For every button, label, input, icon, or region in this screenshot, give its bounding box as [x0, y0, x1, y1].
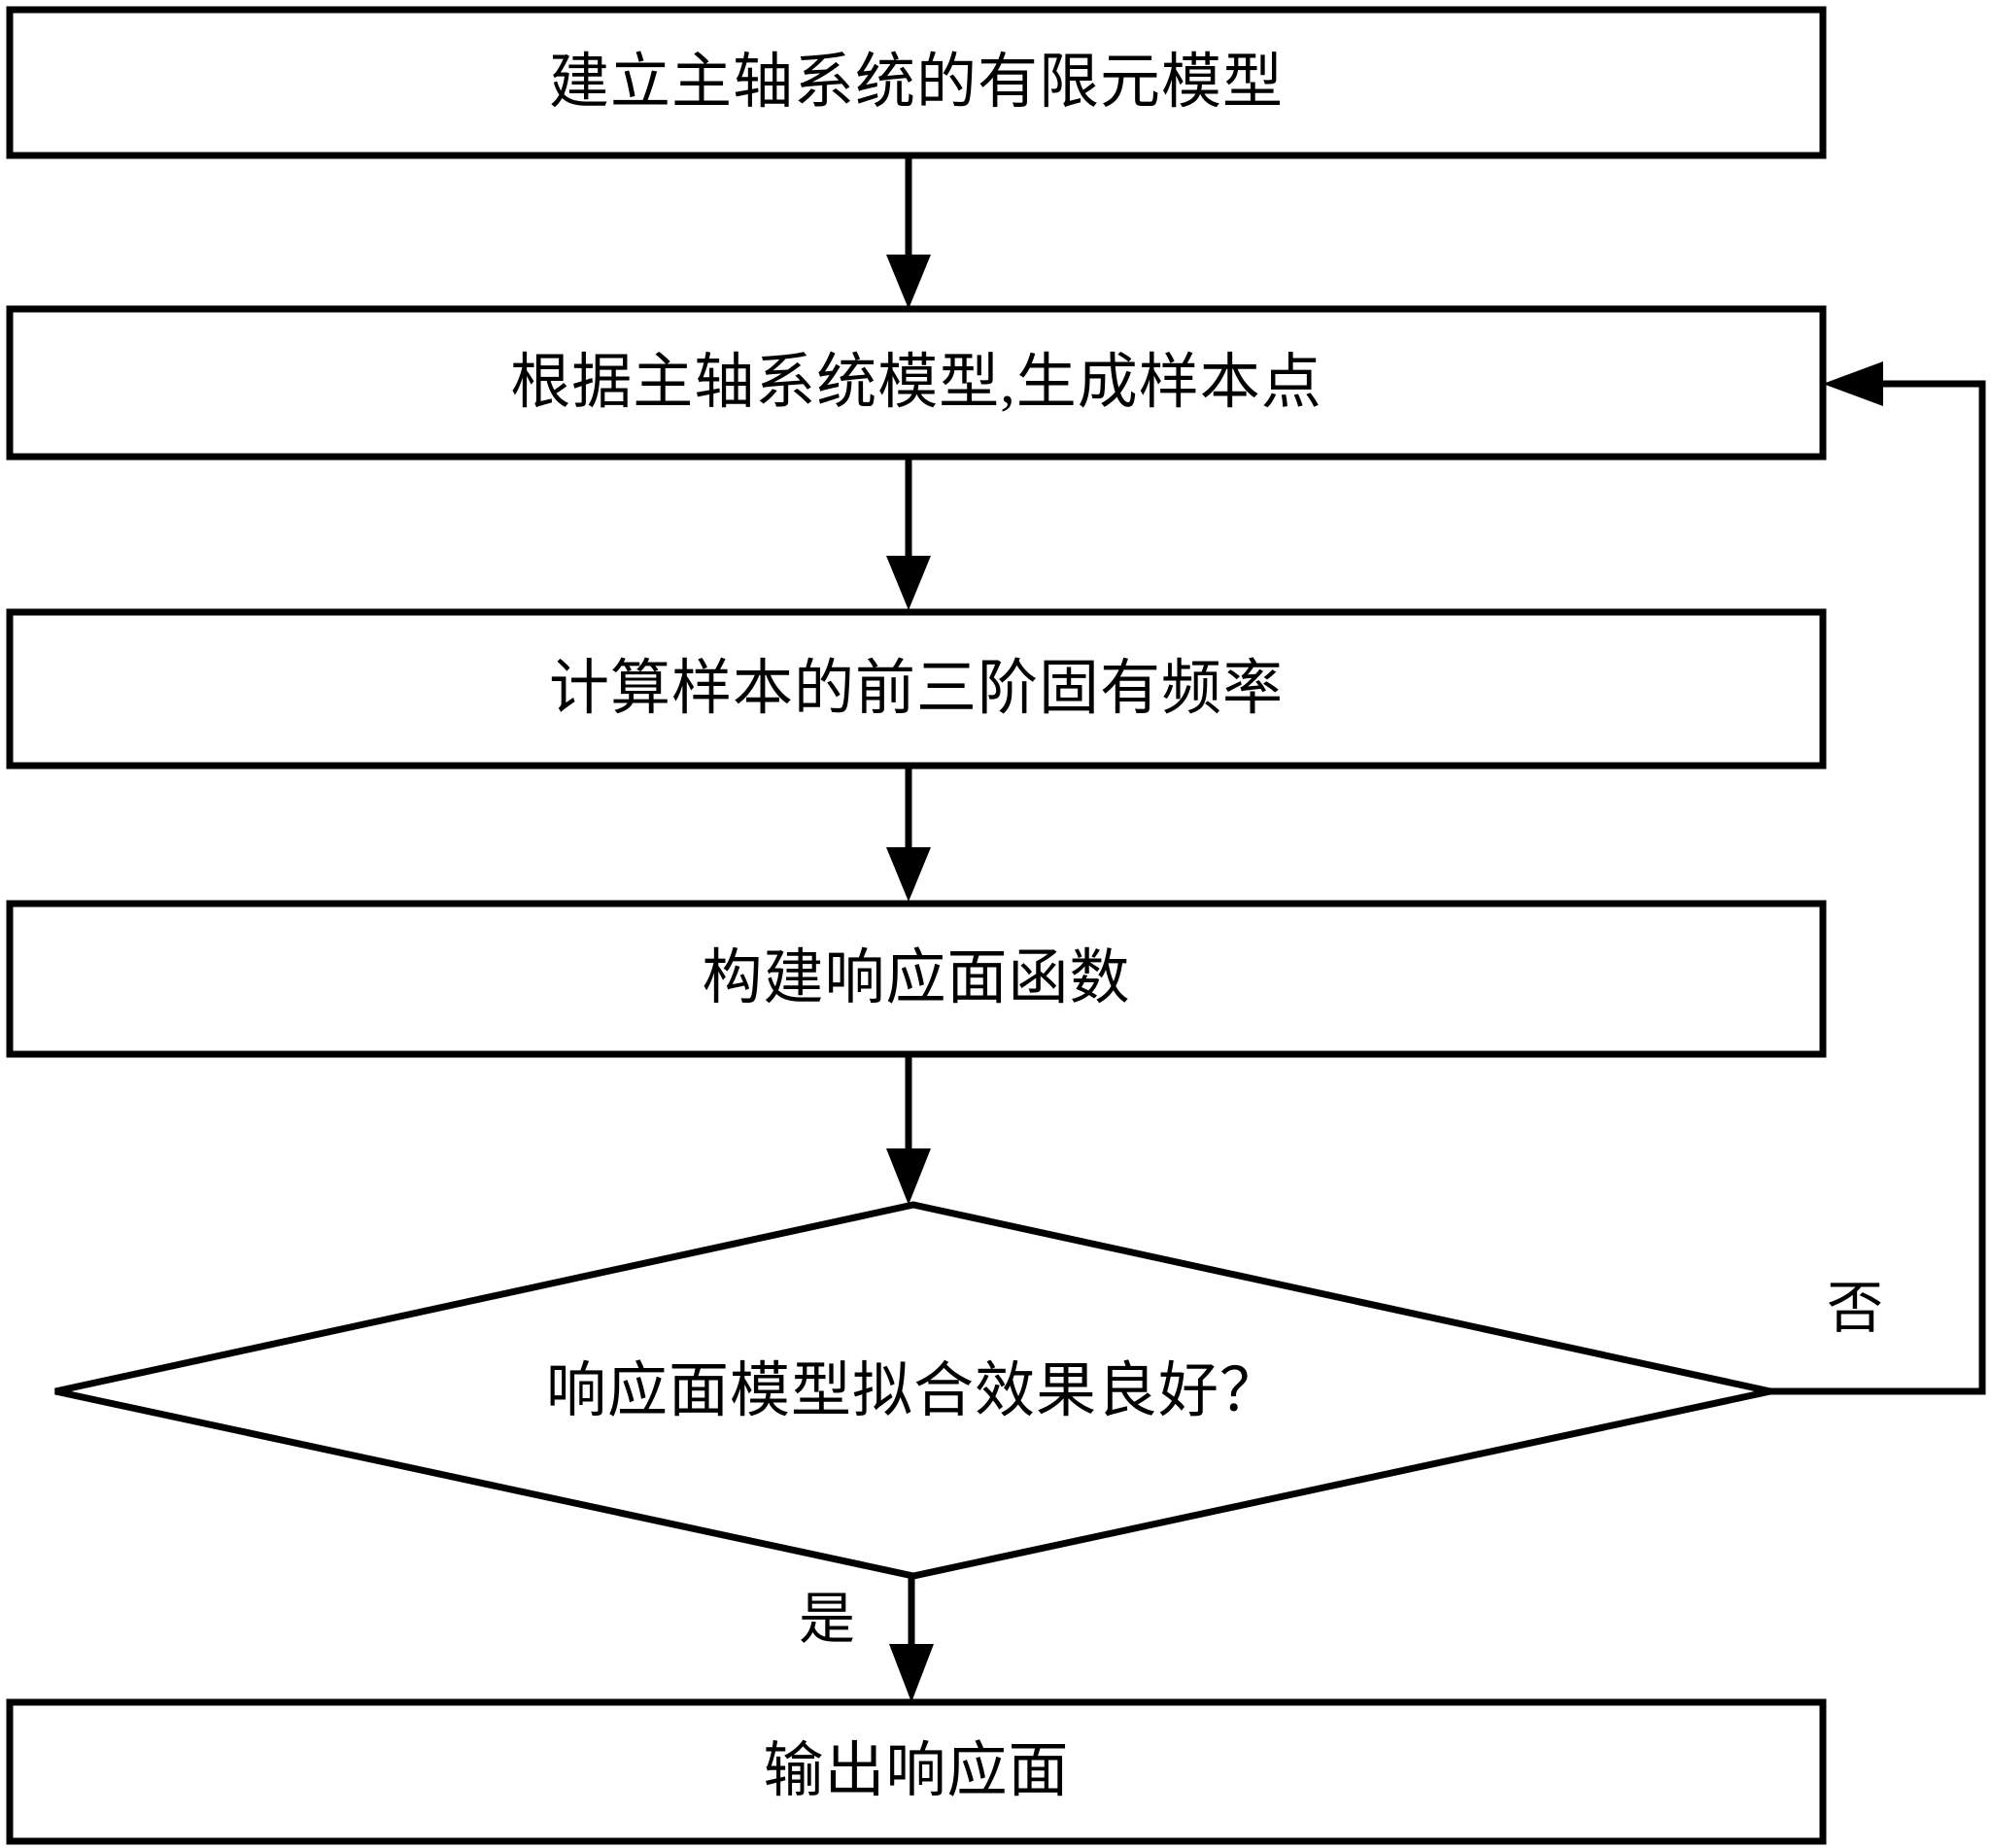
edge-label-yes: 是: [799, 1588, 856, 1651]
edge-n5-n2-no: [1770, 361, 1986, 1395]
node-shape-n1[interactable]: [6, 6, 1827, 159]
edge-n1-n2: [886, 158, 931, 309]
edge-n5-n6-yes: [889, 1576, 934, 1702]
edge-n4-n5: [886, 1057, 931, 1205]
edge-n2-n3: [886, 460, 931, 610]
node-shape-n6[interactable]: [6, 1698, 1827, 1845]
edge-label-no: 否: [1827, 1277, 1884, 1340]
node-shape-n3[interactable]: [6, 608, 1827, 770]
node-shape-n2[interactable]: [6, 305, 1827, 461]
node-shape-n5[interactable]: [54, 1201, 1771, 1580]
node-shape-n4[interactable]: [6, 900, 1827, 1058]
edge-n3-n4: [886, 769, 931, 902]
